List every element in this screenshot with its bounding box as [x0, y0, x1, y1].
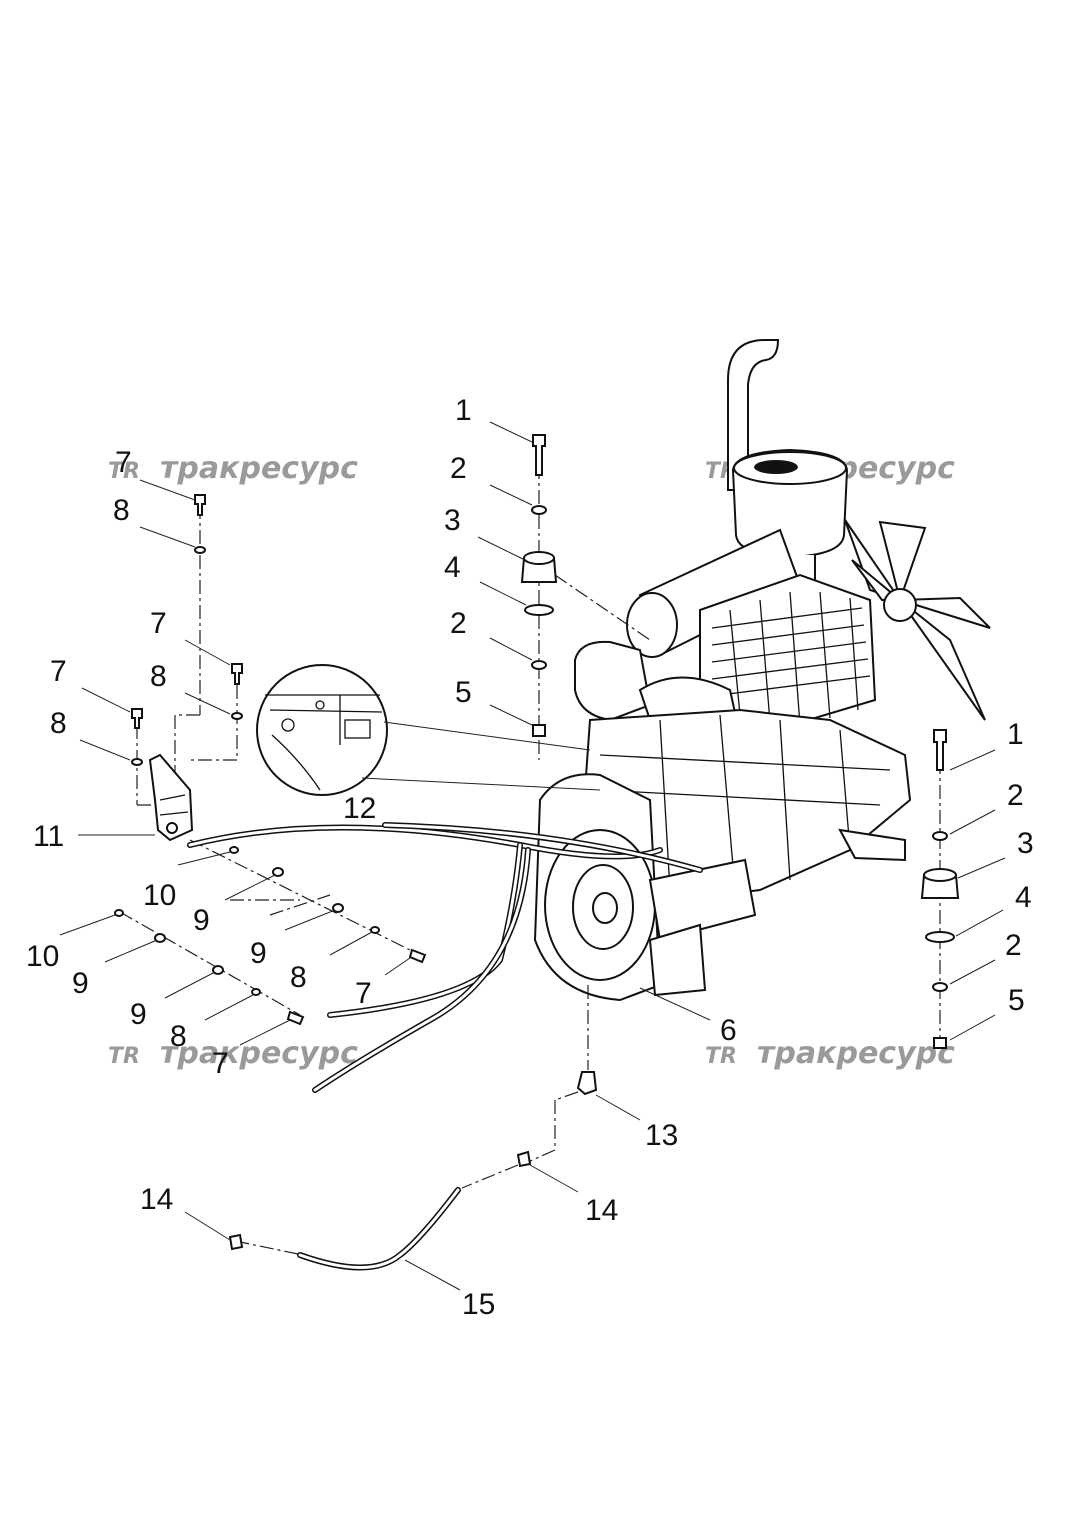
callout-7: 7	[50, 655, 67, 688]
watermark-top-left: TR тракресурс	[108, 451, 358, 486]
callout-2: 2	[1005, 929, 1022, 962]
callout-3: 3	[1017, 827, 1034, 860]
flat-washer	[524, 604, 554, 616]
callout-2: 2	[450, 452, 467, 485]
callout-5: 5	[455, 676, 472, 709]
washer	[194, 546, 206, 554]
washer	[932, 831, 948, 841]
washer	[531, 505, 547, 515]
watermark-logo: TR	[108, 459, 140, 484]
callout-7: 7	[212, 1047, 229, 1080]
callout-7: 7	[115, 446, 132, 479]
flat-washer	[925, 931, 955, 943]
watermark-bottom-right: TR тракресурс	[705, 1036, 955, 1071]
callout-7: 7	[150, 607, 167, 640]
callout-labels: 1 2 3 4 2 5 1 2 3 4 2 5 6 7 8 7 8 7 8 11…	[26, 394, 1034, 1321]
bolt	[933, 729, 947, 771]
callout-8: 8	[113, 494, 130, 527]
fan	[844, 519, 991, 721]
detail-inset	[256, 664, 601, 796]
watermark-text: тракресурс	[757, 1036, 955, 1071]
right-mount-stack	[920, 729, 1006, 1049]
callout-3: 3	[444, 504, 461, 537]
callout-2: 2	[1007, 779, 1024, 812]
callout-14: 14	[140, 1183, 173, 1216]
nut	[933, 1037, 947, 1049]
callout-4: 4	[1015, 881, 1032, 914]
exhaust-pipe	[727, 339, 780, 491]
lower-left-fasteners	[59, 839, 427, 1046]
control-cables	[187, 822, 703, 1093]
callout-1: 1	[455, 394, 472, 427]
bolt	[532, 434, 546, 476]
watermark-bottom-left: TR тракресурс	[108, 1036, 358, 1071]
washer	[531, 660, 547, 670]
callout-4: 4	[444, 551, 461, 584]
engine-assembly	[533, 339, 991, 1002]
callout-11: 11	[33, 820, 64, 853]
callout-15: 15	[462, 1288, 495, 1321]
drain-elbow	[576, 1071, 598, 1096]
watermark-logo: TR	[705, 1044, 737, 1069]
watermark-text: тракресурс	[160, 1036, 358, 1071]
clamp	[516, 1150, 532, 1168]
bolt	[231, 663, 243, 685]
clamp	[228, 1233, 244, 1251]
callout-8: 8	[290, 961, 307, 994]
nut	[532, 724, 546, 737]
callout-9: 9	[72, 967, 89, 1000]
callout-8: 8	[170, 1020, 187, 1053]
starter-motor	[648, 858, 757, 942]
callout-14: 14	[585, 1194, 618, 1227]
turbocharger	[574, 640, 652, 722]
washer	[932, 982, 948, 992]
callout-8: 8	[150, 660, 167, 693]
callout-6: 6	[720, 1014, 737, 1047]
callout-10: 10	[26, 940, 59, 973]
callout-7: 7	[355, 977, 372, 1010]
watermark-logo: TR	[108, 1044, 140, 1069]
bolt	[131, 708, 143, 729]
washer	[131, 758, 143, 766]
callout-10: 10	[143, 879, 176, 912]
callout-9: 9	[193, 904, 210, 937]
drain-hose	[297, 1187, 461, 1271]
center-mount-stack	[477, 421, 651, 760]
callout-12: 12	[343, 792, 376, 825]
drain-line	[184, 985, 711, 1291]
callout-9: 9	[250, 937, 267, 970]
callout-2: 2	[450, 607, 467, 640]
callout-8: 8	[50, 707, 67, 740]
washer	[231, 712, 243, 720]
left-bracket-group	[78, 479, 243, 842]
callout-13: 13	[645, 1119, 678, 1152]
callout-1: 1	[1007, 718, 1024, 751]
callout-5: 5	[1008, 984, 1025, 1017]
bolt	[194, 494, 206, 516]
watermark-text: тракресурс	[160, 451, 358, 486]
callout-9: 9	[130, 998, 147, 1031]
